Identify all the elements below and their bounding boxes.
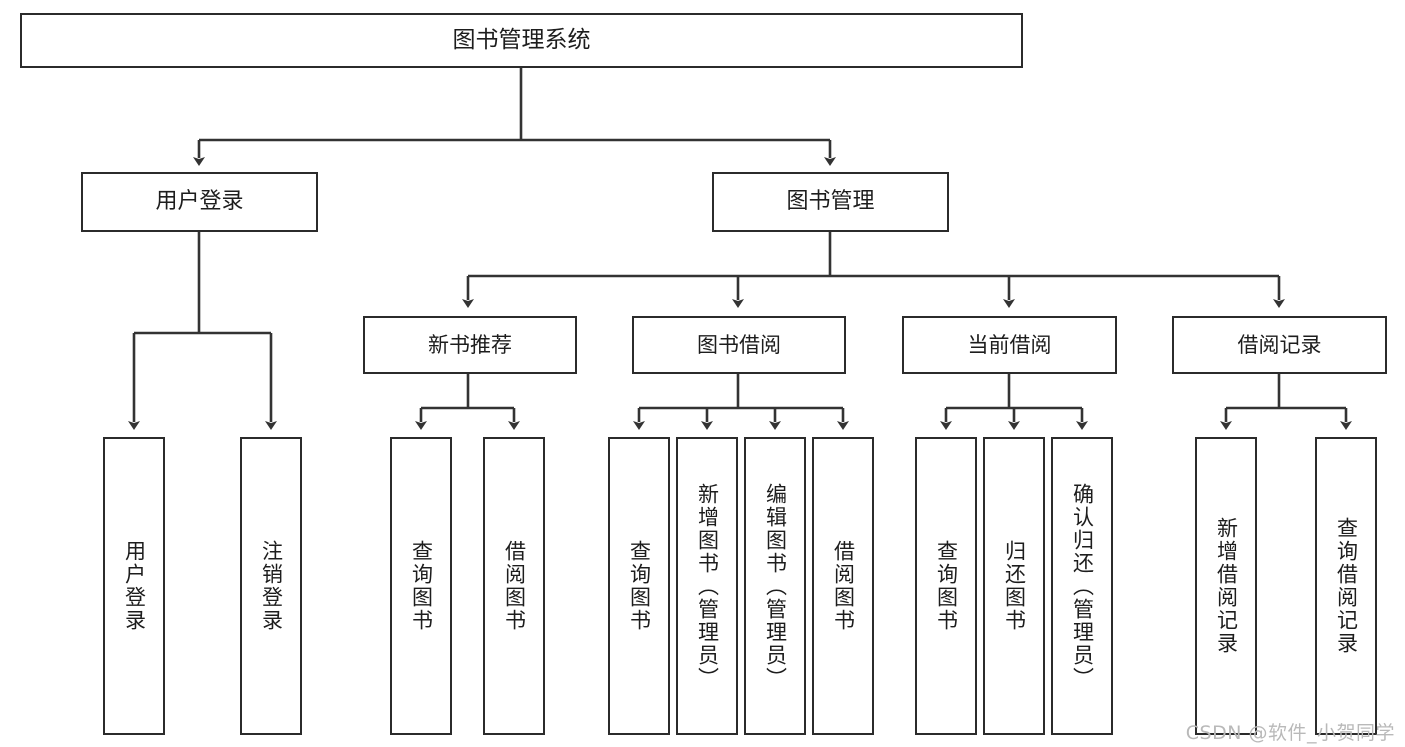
- leaf-borrow-book[interactable]: 借阅图书: [812, 437, 874, 735]
- node-label: 当前借阅: [967, 332, 1052, 357]
- leaf-query-book-current[interactable]: 查询图书: [915, 437, 977, 735]
- node-label: 确认归还（管理员）: [1070, 482, 1095, 690]
- node-new-book-recommend[interactable]: 新书推荐: [363, 316, 577, 374]
- node-label: 图书管理: [786, 189, 875, 215]
- node-current-borrow[interactable]: 当前借阅: [902, 316, 1117, 374]
- node-label: 借阅图书: [831, 540, 856, 632]
- leaf-user-login[interactable]: 用户登录: [103, 437, 165, 735]
- node-root-book-management-system[interactable]: 图书管理系统: [20, 13, 1023, 68]
- node-label: 查询图书: [409, 540, 434, 632]
- leaf-edit-book-admin[interactable]: 编辑图书（管理员）: [744, 437, 806, 735]
- leaf-borrow-book-recommend[interactable]: 借阅图书: [483, 437, 545, 735]
- leaf-return-book[interactable]: 归还图书: [983, 437, 1045, 735]
- node-label: 查询图书: [934, 540, 959, 632]
- node-book-borrow[interactable]: 图书借阅: [632, 316, 846, 374]
- leaf-query-book-recommend[interactable]: 查询图书: [390, 437, 452, 735]
- node-label: 图书管理系统: [452, 27, 591, 54]
- node-label: 查询借阅记录: [1334, 517, 1359, 655]
- leaf-user-logout[interactable]: 注销登录: [240, 437, 302, 735]
- leaf-query-borrow-record[interactable]: 查询借阅记录: [1315, 437, 1377, 735]
- node-label: 查询图书: [627, 540, 652, 632]
- leaf-confirm-return-admin[interactable]: 确认归还（管理员）: [1051, 437, 1113, 735]
- node-label: 注销登录: [259, 540, 284, 632]
- node-label: 归还图书: [1002, 540, 1027, 632]
- node-label: 用户登录: [122, 540, 147, 632]
- node-label: 用户登录: [155, 189, 244, 215]
- node-borrow-record[interactable]: 借阅记录: [1172, 316, 1387, 374]
- watermark: CSDN @软件_小贺同学: [1185, 722, 1395, 744]
- node-label: 新增借阅记录: [1214, 517, 1239, 655]
- leaf-query-book-borrow[interactable]: 查询图书: [608, 437, 670, 735]
- leaf-add-borrow-record[interactable]: 新增借阅记录: [1195, 437, 1257, 735]
- node-label: 借阅图书: [502, 540, 527, 632]
- node-label: 新书推荐: [428, 332, 512, 357]
- node-label: 新增图书（管理员）: [695, 482, 720, 690]
- node-label: 编辑图书（管理员）: [763, 482, 788, 690]
- leaf-add-book-admin[interactable]: 新增图书（管理员）: [676, 437, 738, 735]
- node-user-login[interactable]: 用户登录: [81, 172, 318, 232]
- node-book-management[interactable]: 图书管理: [712, 172, 949, 232]
- node-label: 图书借阅: [697, 332, 781, 357]
- node-label: 借阅记录: [1237, 332, 1322, 357]
